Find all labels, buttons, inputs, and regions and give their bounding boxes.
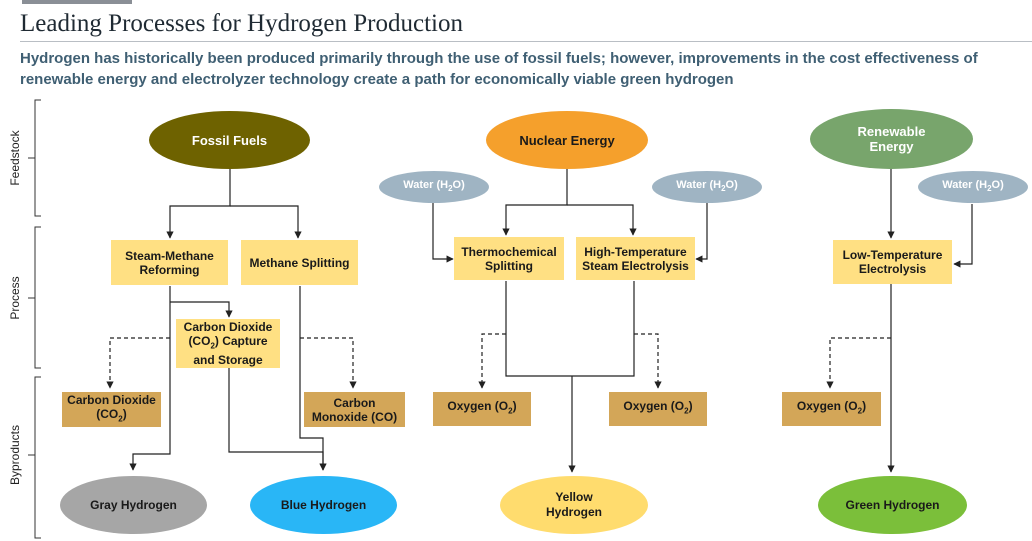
yellow-hydrogen-line2: Hydrogen [545, 505, 602, 519]
yellow-hydrogen-line1: Yellow [555, 490, 593, 504]
arrow-water3-lt [953, 204, 973, 268]
row-label-byproducts: Byproducts [8, 424, 22, 486]
feedstock-renewable-line2: Energy [869, 139, 914, 154]
co2-prefix: (CO [96, 406, 119, 421]
arrow-fossil-ms [230, 205, 302, 239]
arrow-nuclear-htse [567, 204, 637, 236]
header-stub [22, 0, 132, 4]
row-label-process: Process [8, 276, 22, 320]
process-low-temp-electrolysis: Low-Temperature Electrolysis [833, 240, 952, 284]
output-yellow-hydrogen: Yellow Hydrogen [500, 476, 648, 534]
ltse-line2: Electrolysis [858, 262, 927, 276]
page-subtitle: Hydrogen has historically been produced … [20, 50, 978, 88]
water-3-prefix: Water (H [942, 178, 988, 191]
co2-sub: 2 [118, 414, 123, 424]
feedstock-renewable-line1: Renewable [857, 124, 926, 139]
row-label-feedstock: Feedstock [8, 130, 22, 186]
arrow-fossil-split [166, 168, 231, 239]
dashed-ms-co [300, 337, 357, 389]
methane-splitting-label: Methane Splitting [249, 255, 350, 270]
o2-1-sub: 2 [508, 406, 513, 416]
water-2-suffix: O) [725, 178, 738, 191]
arrow-nuclear-split [502, 168, 568, 236]
ltse-line1: Low-Temperature [842, 248, 943, 262]
co2-suffix: ) [122, 406, 127, 421]
byproduct-carbon-dioxide: Carbon Dioxide (CO2) [62, 392, 161, 427]
arrow-water1-thermo [432, 199, 454, 263]
ccs-line1: Carbon Dioxide [183, 319, 273, 334]
arrow-water2-htse [695, 199, 708, 263]
feedstock-nuclear-energy: Nuclear Energy [486, 111, 648, 169]
arrow-smr-ccs [170, 301, 233, 318]
thermo-line1: Thermochemical [461, 244, 557, 259]
htse-line1: High-Temperature [584, 244, 687, 259]
dashed-lt-o2 [826, 337, 891, 389]
water-1-prefix: Water (H [403, 178, 449, 191]
water-input-1: Water (H2O) [379, 171, 489, 203]
row-brackets [28, 99, 41, 539]
water-input-3: Water (H2O) [918, 171, 1028, 203]
arrow-ms-blue [299, 286, 327, 471]
gray-hydrogen-label: Gray Hydrogen [90, 497, 177, 512]
feedstock-nuclear-label: Nuclear Energy [519, 132, 615, 148]
water-2-sub: 2 [721, 184, 726, 194]
process-co2-capture-storage: Carbon Dioxide (CO2) Capture and Storage [176, 319, 280, 368]
water-3-sub: 2 [987, 184, 992, 194]
process-thermochemical-splitting: Thermochemical Splitting [454, 237, 564, 280]
feedstock-renewable-energy: Renewable Energy [810, 109, 973, 169]
o2-2-prefix: Oxygen (O [623, 399, 685, 414]
o2-1-suffix: ) [512, 399, 517, 414]
water-2-prefix: Water (H [676, 178, 722, 191]
water-input-2: Water (H2O) [652, 171, 762, 203]
arrow-smr-gray [129, 286, 171, 471]
o2-3-suffix: ) [862, 399, 867, 414]
top-bar [0, 0, 1032, 6]
thermo-line2: Splitting [485, 258, 533, 273]
dashed-thermo-o2 [478, 333, 506, 389]
process-high-temp-steam-electrolysis: High-Temperature Steam Electrolysis [576, 237, 695, 280]
o2-3-prefix: Oxygen (O [796, 399, 858, 414]
page-title: Leading Processes for Hydrogen Productio… [20, 10, 463, 37]
byproduct-oxygen-3: Oxygen (O2) [782, 392, 881, 426]
blue-hydrogen-label: Blue Hydrogen [280, 497, 367, 512]
byproduct-oxygen-2: Oxygen (O2) [609, 392, 707, 426]
o2-2-suffix: ) [688, 399, 693, 414]
smr-line2: Reforming [139, 262, 200, 277]
water-1-sub: 2 [448, 184, 453, 194]
o2-2-sub: 2 [684, 406, 689, 416]
co-line2: Monoxide (CO) [311, 409, 398, 424]
byproduct-oxygen-1: Oxygen (O2) [433, 392, 531, 426]
green-hydrogen-label: Green Hydrogen [845, 497, 940, 512]
dashed-htse-o2 [634, 333, 662, 389]
process-methane-splitting: Methane Splitting [241, 240, 358, 285]
co2-line1: Carbon Dioxide [67, 392, 156, 407]
title-divider [20, 41, 1032, 42]
o2-1-prefix: Oxygen (O [447, 399, 509, 414]
process-steam-methane-reforming: Steam-Methane Reforming [111, 240, 228, 285]
output-gray-hydrogen: Gray Hydrogen [60, 476, 207, 534]
output-green-hydrogen: Green Hydrogen [818, 476, 967, 534]
water-1-suffix: O) [452, 178, 465, 191]
ccs-line2-prefix: (CO [188, 333, 211, 348]
output-blue-hydrogen: Blue Hydrogen [250, 476, 397, 534]
ccs-line2-suffix: ) Capture [214, 333, 268, 348]
water-3-suffix: O) [991, 178, 1004, 191]
feedstock-fossil-fuels: Fossil Fuels [149, 111, 310, 169]
co-line1: Carbon [333, 395, 376, 410]
htse-line2: Steam Electrolysis [582, 258, 689, 273]
byproduct-carbon-monoxide: Carbon Monoxide (CO) [304, 392, 405, 427]
feedstock-fossil-label: Fossil Fuels [191, 132, 268, 148]
ccs-line2-sub: 2 [210, 341, 215, 351]
smr-line1: Steam-Methane [125, 248, 214, 263]
ccs-line3: and Storage [193, 353, 263, 368]
arrow-thermo-htse-yellow [505, 281, 635, 377]
dashed-smr-co2 [106, 337, 170, 389]
o2-3-sub: 2 [857, 406, 863, 416]
